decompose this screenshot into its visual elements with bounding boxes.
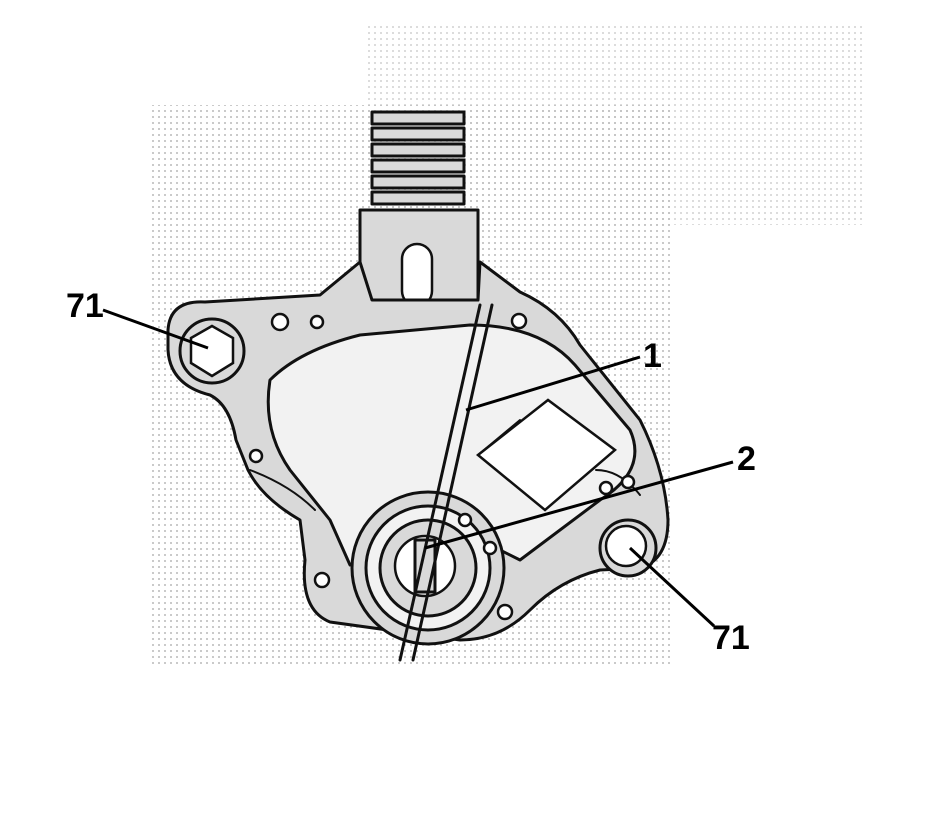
leader-lines [102,308,734,628]
callout-2: 2 [737,440,756,478]
callout-1: 1 [643,337,662,375]
connector-icon [358,110,480,327]
callout-71-right: 71 [712,619,750,657]
lever-icon [398,303,494,662]
shaft-icon [350,490,506,646]
bolt-left-icon [178,317,246,385]
callout-71-left: 71 [66,287,104,325]
bolt-right-icon [598,518,658,578]
